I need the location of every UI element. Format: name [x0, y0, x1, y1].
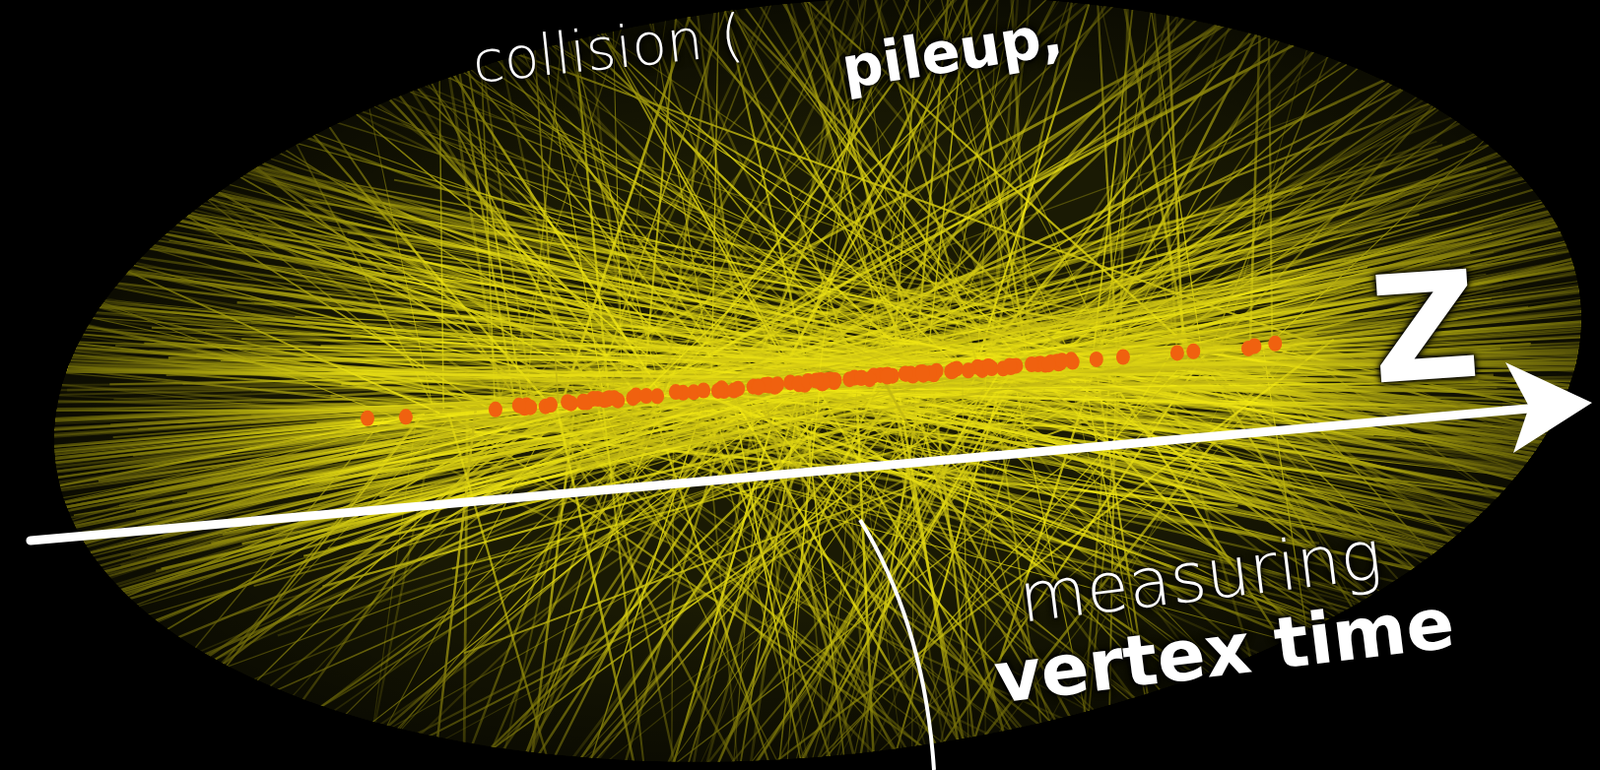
leader-line [860, 520, 934, 770]
vertex-dot [1267, 335, 1282, 352]
vertex-dot [639, 388, 654, 404]
vertex-dot [711, 383, 726, 400]
vertex-dot [1247, 337, 1262, 354]
vertex-dot [961, 362, 976, 379]
vertex-dot [1089, 351, 1104, 368]
axis-label: Z [1365, 244, 1484, 414]
vertex-dot [915, 366, 930, 383]
vertex-dot [668, 384, 683, 400]
vertex-dot [863, 371, 877, 388]
edge-fade [15, 0, 1600, 770]
vertex-dot [880, 369, 895, 386]
vertex-dot [576, 395, 591, 411]
vertex-dot [399, 408, 413, 425]
detector-region [15, 0, 1600, 770]
vertex-dot [696, 383, 711, 400]
vertex-dot [512, 398, 527, 414]
vertex-dot [770, 376, 785, 393]
vertex-dot [828, 372, 843, 389]
vertex-dot [1186, 343, 1200, 360]
vertex-dot [751, 379, 766, 396]
vertex-dot [731, 381, 745, 398]
vertex-dot [1024, 356, 1039, 373]
vertex-dot [808, 373, 823, 390]
vertex-dot [488, 401, 503, 418]
vertex-dot [1002, 357, 1017, 374]
vertex-dot [898, 366, 913, 383]
vertex-dot [360, 410, 375, 427]
vertex-dots [360, 335, 1282, 427]
vertex-dot [601, 390, 616, 406]
z-axis [30, 405, 1562, 541]
vertex-dot [899, 366, 914, 383]
vertex-dot [543, 397, 558, 413]
vertex-dot [943, 363, 958, 380]
vertex-dot [1170, 344, 1185, 361]
vertex-dot [983, 359, 998, 376]
vertex-dot [560, 394, 575, 410]
vertex-dot [1055, 352, 1069, 369]
vertex-dot [1116, 349, 1131, 366]
z-axis-arrowhead [1505, 362, 1593, 454]
vertex-dot [1042, 356, 1057, 373]
